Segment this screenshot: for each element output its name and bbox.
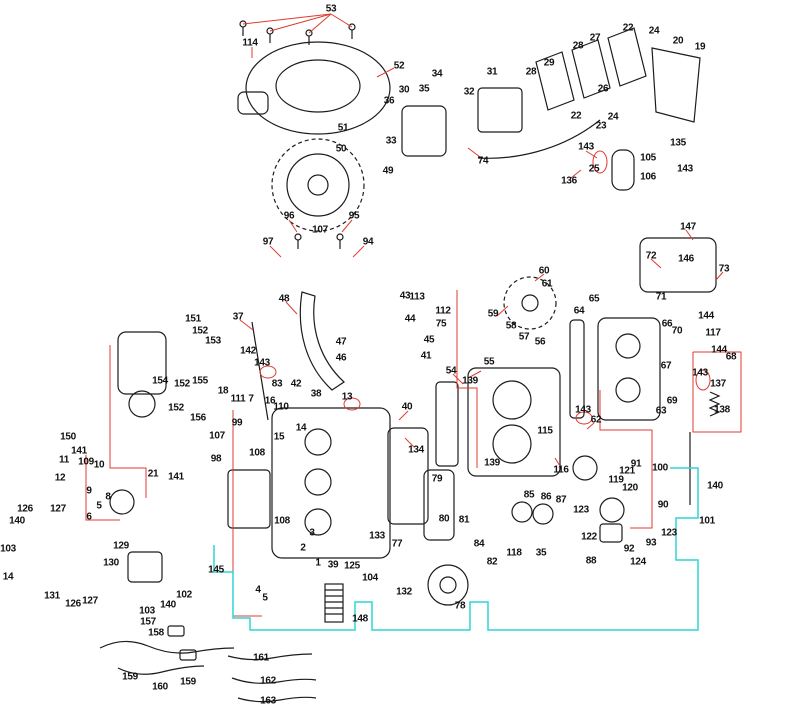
carburetor bbox=[401, 105, 447, 157]
starter-motor bbox=[117, 331, 167, 395]
leader-line bbox=[496, 305, 509, 317]
assembly-boundary bbox=[85, 455, 120, 521]
leader-line bbox=[585, 150, 598, 159]
lead-wire-1 bbox=[227, 653, 313, 661]
head-gasket bbox=[435, 381, 459, 467]
mount-bracket bbox=[651, 47, 701, 123]
thermostat-cover bbox=[599, 523, 623, 543]
starter-motor-end bbox=[128, 390, 156, 418]
leader-line bbox=[586, 422, 595, 430]
cylinder-bore-1 bbox=[492, 380, 532, 420]
cylinder-bore-2 bbox=[492, 424, 532, 464]
leader-line bbox=[685, 229, 694, 241]
recoil-starter-housing bbox=[245, 41, 391, 135]
head-chamber-1 bbox=[615, 333, 641, 359]
fastener-callout-ellipse bbox=[592, 150, 608, 174]
leader-line bbox=[352, 245, 365, 258]
fuel-filter bbox=[611, 149, 635, 191]
leader-line bbox=[308, 13, 332, 34]
crank-journal-1 bbox=[304, 428, 332, 456]
piston-2 bbox=[532, 503, 554, 525]
leader-line bbox=[398, 410, 409, 421]
exhaust-plate-1 bbox=[535, 51, 575, 111]
timing-chain bbox=[299, 291, 345, 391]
fastener-callout-ellipse bbox=[575, 411, 593, 425]
head-cover-gasket bbox=[569, 319, 585, 419]
lead-wire-2 bbox=[231, 677, 317, 684]
cam-sprocket-hub bbox=[521, 294, 539, 312]
flywheel-hub bbox=[307, 174, 329, 196]
crank-journal-2 bbox=[304, 468, 332, 496]
leader-line bbox=[376, 67, 395, 78]
exhaust-plate-2 bbox=[571, 39, 611, 99]
cdi-unit-fins bbox=[325, 589, 343, 615]
leader-line bbox=[715, 271, 724, 281]
leader-line bbox=[341, 219, 353, 233]
exhaust-plate-3 bbox=[607, 27, 647, 87]
harness-connector-1 bbox=[167, 625, 185, 637]
exhaust-side-cover bbox=[423, 469, 455, 541]
bolt-5-head bbox=[294, 233, 302, 241]
leader-line bbox=[330, 13, 353, 28]
lead-wire-3 bbox=[237, 696, 317, 703]
leader-line bbox=[467, 147, 481, 158]
wire-harness-1 bbox=[99, 640, 235, 654]
cam-sprocket bbox=[503, 276, 557, 330]
leader-line bbox=[452, 373, 464, 385]
fuel-hose bbox=[477, 119, 601, 159]
flywheel-body bbox=[286, 153, 350, 217]
leader-line bbox=[269, 245, 282, 258]
oil-filter-inner bbox=[439, 576, 457, 594]
assembly-boundary bbox=[692, 351, 742, 433]
relay-box bbox=[127, 551, 163, 583]
throttle-cam bbox=[109, 489, 135, 515]
leader-line bbox=[570, 169, 582, 179]
wire-harness-2 bbox=[117, 665, 205, 675]
leader-line bbox=[650, 258, 662, 269]
leader-line bbox=[239, 319, 254, 331]
compression-spring bbox=[708, 391, 721, 417]
flywheel-ring-gear bbox=[271, 138, 365, 232]
starter-handle bbox=[237, 91, 269, 115]
cylinder-block bbox=[467, 367, 561, 477]
leader-line bbox=[554, 457, 561, 467]
leader-line bbox=[288, 219, 298, 233]
leader-line bbox=[469, 370, 482, 378]
head-chamber-2 bbox=[615, 377, 641, 403]
harness-connector-2 bbox=[179, 649, 197, 661]
recoil-starter-inner bbox=[275, 59, 361, 113]
oil-filter bbox=[427, 564, 469, 606]
assembly-boundary bbox=[109, 345, 147, 498]
assembly-boundary bbox=[599, 390, 653, 529]
leader-line bbox=[404, 437, 415, 448]
bolt-6-head bbox=[336, 233, 344, 241]
fastener-callout-ellipse bbox=[343, 397, 361, 411]
intake-manifold bbox=[477, 87, 523, 133]
crank-journal-3 bbox=[304, 508, 332, 536]
assembly-boundary bbox=[232, 410, 262, 617]
leader-line bbox=[285, 301, 298, 315]
electric-bracket bbox=[227, 469, 271, 529]
water-pump-impeller bbox=[572, 455, 598, 481]
cylinder-head bbox=[597, 317, 661, 421]
fastener-callout-ellipse bbox=[695, 369, 711, 391]
leader-line bbox=[269, 13, 332, 32]
water-passage-outline bbox=[213, 467, 699, 631]
assembly-boundary bbox=[456, 290, 478, 468]
crankcase-side-cover bbox=[387, 427, 429, 525]
valve-cover bbox=[639, 237, 717, 293]
piston-1 bbox=[511, 501, 533, 523]
leader-line bbox=[242, 13, 332, 25]
fastener-callout-ellipse bbox=[259, 365, 277, 379]
crankcase bbox=[271, 407, 391, 559]
cdi-unit bbox=[324, 583, 344, 623]
thermostat bbox=[599, 497, 625, 523]
leader-line bbox=[534, 273, 545, 282]
